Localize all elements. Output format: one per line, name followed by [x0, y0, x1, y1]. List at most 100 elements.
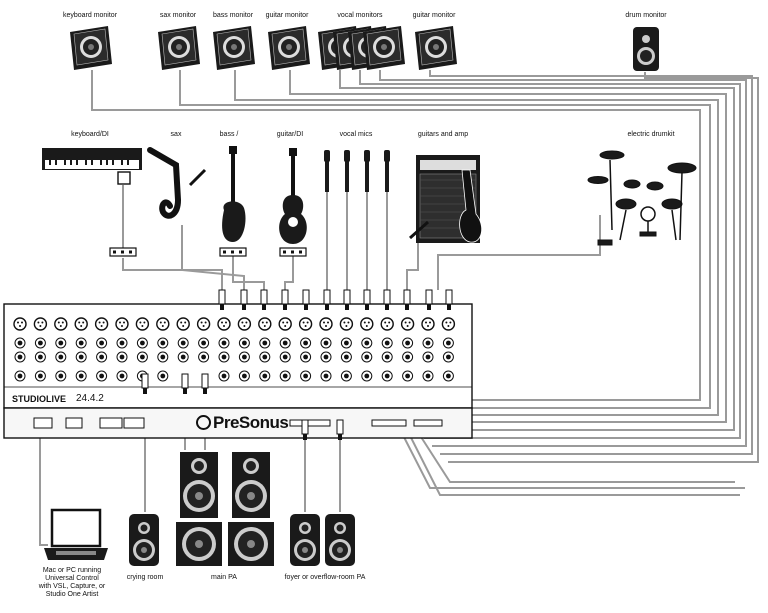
- mixer-model: 24.4.2: [76, 393, 104, 404]
- channel-jack: [157, 337, 169, 349]
- channel-jack: [136, 337, 148, 349]
- main-pa-speakers: [176, 452, 274, 566]
- vocal-monitors: [317, 25, 406, 71]
- channel-jack: [402, 337, 414, 349]
- bass-guitar-icon: [222, 146, 246, 242]
- xlr-input-jack: [115, 317, 129, 331]
- channel-jack: [218, 351, 230, 363]
- xlr-input-jack: [237, 317, 252, 331]
- foyer-label: foyer or overflow-room PA: [284, 574, 366, 581]
- channel-jack: [75, 337, 87, 349]
- channel-jack: [320, 370, 332, 382]
- channel-jack: [279, 370, 291, 382]
- xlr-input-jack: [13, 317, 27, 331]
- channel-jack: [238, 370, 250, 382]
- channel-jack: [361, 351, 373, 363]
- channel-jack: [14, 351, 26, 363]
- channel-jack: [218, 370, 230, 382]
- channel-jack: [300, 370, 312, 382]
- presonus-logo-text: PreSonus: [213, 413, 289, 432]
- channel-jack: [136, 351, 148, 363]
- rear-panel-port: [99, 417, 123, 429]
- channel-jack: [340, 351, 352, 363]
- xlr-input-jack: [319, 317, 333, 331]
- channel-jack: [442, 337, 454, 349]
- xlr-input-jack: [156, 317, 170, 331]
- bass-label: bass /: [219, 131, 239, 138]
- channel-jack: [34, 370, 46, 382]
- channel-jack: [381, 370, 393, 382]
- channel-jack: [442, 370, 454, 382]
- bass-di-box: [219, 247, 247, 257]
- sax-label: sax: [170, 131, 182, 138]
- channel-jack: [96, 337, 108, 349]
- guitar-monitor-2-label: guitar monitor: [412, 12, 456, 19]
- channel-jack: [96, 351, 108, 363]
- channel-jack: [442, 351, 454, 363]
- channel-jack: [361, 337, 373, 349]
- channel-jack: [340, 370, 352, 382]
- sax-monitor: [157, 25, 201, 71]
- guitar-amp-icon: [409, 155, 483, 243]
- guitar-monitor-2: [414, 25, 458, 71]
- acoustic-guitar-icon: [279, 148, 307, 244]
- channel-jack: [55, 337, 67, 349]
- guitar-monitor-label: guitar monitor: [265, 12, 309, 19]
- keyboard-di-label: keyboard/DI: [71, 131, 109, 138]
- computer-label: Mac or PC running Universal Control with…: [38, 567, 106, 598]
- channel-jack: [96, 370, 108, 382]
- xlr-input-jack: [421, 317, 435, 331]
- guitar-di-box: [279, 247, 307, 257]
- channel-jack: [14, 370, 26, 382]
- xlr-input-jack: [380, 317, 394, 331]
- vocal-monitors-label: vocal monitors: [337, 12, 383, 19]
- electric-drumkit-label: electric drumkit: [627, 131, 675, 138]
- xlr-input-jack: [278, 317, 292, 331]
- channel-jack: [279, 337, 291, 349]
- crying-room-speaker: [129, 514, 159, 566]
- foyer-speakers: [290, 514, 355, 566]
- vocal-mics-label: vocal mics: [339, 131, 373, 138]
- channel-jack: [238, 351, 250, 363]
- channel-jack: [259, 337, 271, 349]
- channel-jack: [116, 370, 128, 382]
- channel-jack: [259, 351, 271, 363]
- channel-jack: [422, 351, 434, 363]
- bass-monitor-label: bass monitor: [212, 12, 254, 19]
- xlr-input-jack: [298, 317, 313, 331]
- channel-jack: [218, 337, 230, 349]
- channel-jack: [14, 337, 26, 349]
- xlr-input-jack: [33, 317, 48, 331]
- channel-jack: [75, 351, 87, 363]
- channel-jack: [422, 337, 434, 349]
- channel-jack: [157, 370, 169, 382]
- channel-jack: [381, 351, 393, 363]
- channel-jack: [75, 370, 87, 382]
- channel-jack: [259, 370, 271, 382]
- sax-icon: [147, 147, 207, 219]
- main-pa-label: main PA: [211, 574, 237, 581]
- channel-jack: [34, 351, 46, 363]
- drum-monitor-label: drum monitor: [625, 12, 667, 19]
- presonus-mark-icon: [196, 415, 211, 430]
- channel-jack: [422, 370, 434, 382]
- channel-jack: [116, 351, 128, 363]
- xlr-input-jack: [400, 317, 415, 331]
- channel-jack: [198, 351, 210, 363]
- channel-jack: [300, 351, 312, 363]
- channel-jack: [381, 337, 393, 349]
- channel-jack: [279, 351, 291, 363]
- channel-jack: [55, 370, 67, 382]
- rear-panel-port: [289, 419, 331, 427]
- channel-jack: [55, 351, 67, 363]
- keyboard-monitor: [69, 25, 113, 71]
- keyboard-di-box: [109, 247, 137, 257]
- channel-jack: [320, 337, 332, 349]
- channel-jack: [34, 337, 46, 349]
- rear-panel-port: [413, 419, 443, 427]
- crying-room-label: crying room: [126, 574, 164, 581]
- xlr-input-jack: [441, 317, 456, 331]
- xlr-input-jack: [135, 317, 150, 331]
- channel-jack: [361, 370, 373, 382]
